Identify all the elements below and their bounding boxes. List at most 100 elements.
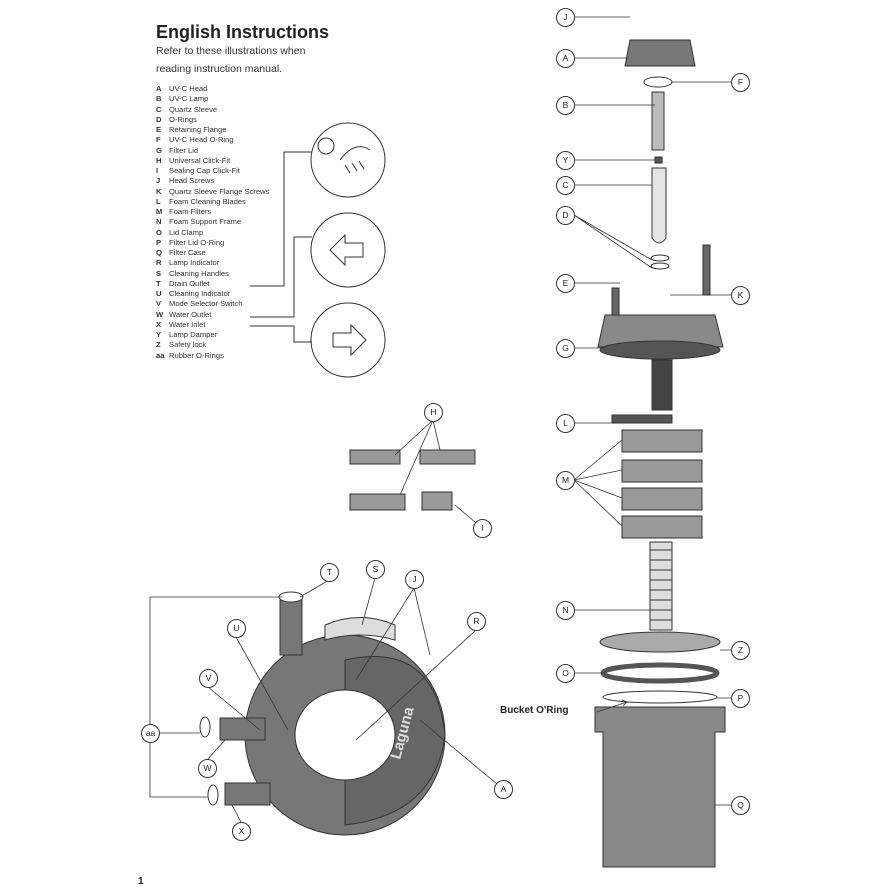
legend-item: K Quartz Sleeve Flange Screws — [156, 187, 269, 197]
subtitle-line-1: Refer to these illustrations when — [156, 45, 306, 57]
legend-item: T Drain Outlet — [156, 279, 269, 289]
callout-a: A — [556, 49, 575, 68]
legend-key: V — [156, 299, 162, 309]
legend-key: I — [156, 166, 159, 175]
legend-key: C — [156, 104, 162, 114]
legend-key: G — [156, 145, 162, 155]
callout-h: H — [424, 403, 443, 422]
legend-item: S Cleaning Handles — [156, 269, 269, 279]
legend-key: H — [156, 155, 162, 165]
legend-key: T — [156, 278, 161, 288]
filter-lid-top — [219, 591, 446, 836]
callout-u: U — [227, 619, 246, 638]
legend-key: aa — [156, 350, 165, 360]
legend-item: F UV-C Head O-Ring — [156, 135, 269, 145]
legend-key: Z — [156, 340, 161, 350]
legend-label: Filter Lid — [169, 145, 199, 155]
legend-key: Q — [156, 248, 162, 257]
callout-j-bottom: J — [405, 570, 424, 589]
legend-key: F — [156, 135, 161, 145]
callout-w: W — [198, 759, 217, 778]
legend-label: Foam Cleaning Blades — [169, 196, 246, 206]
legend-label: O-Rings — [169, 114, 197, 124]
callout-n: N — [556, 601, 575, 620]
legend-key: E — [156, 125, 162, 134]
legend-item: N Foam Support Frame — [156, 217, 269, 227]
legend-key: D — [156, 114, 162, 124]
uvc-head — [624, 39, 696, 67]
legend-item: C Quartz Sleeve — [156, 105, 269, 115]
legend-item: V Mode Selector Switch — [156, 299, 269, 309]
callout-o: O — [556, 664, 575, 683]
legend-label: UV-C Head — [169, 84, 208, 93]
page-title: English Instructions — [156, 22, 330, 42]
subtitle-line-2: reading instruction manual. — [156, 63, 283, 75]
callout-t: T — [320, 563, 339, 582]
legend-key: X — [156, 319, 162, 329]
callout-aa: aa — [141, 724, 160, 743]
page-number: 1 — [138, 876, 144, 887]
legend-label: Drain Outlet — [169, 278, 210, 288]
legend-label: Cleaning Handles — [169, 268, 229, 278]
callout-a-bottom: A — [494, 780, 513, 799]
legend-label: UV-C Head O-Ring — [169, 135, 234, 145]
legend-label: Filter Lid O-Ring — [169, 237, 225, 247]
callout-c: C — [556, 176, 575, 195]
legend-label: UV-C Lamp — [169, 94, 209, 104]
legend-item: O Lid Clamp — [156, 228, 269, 238]
legend-label: Filter Case — [169, 248, 206, 257]
callout-k: K — [731, 286, 750, 305]
callout-l: L — [556, 414, 575, 433]
legend-item: E Retaining Flange — [156, 125, 269, 135]
legend-label: Lamp Damper — [169, 330, 218, 339]
legend-label: Universal Click-Fit — [169, 155, 231, 165]
legend-key: N — [156, 217, 162, 227]
callout-b: B — [556, 96, 575, 115]
bucket-oring-annotation: Bucket O'Ring — [500, 705, 569, 716]
legend-key: K — [156, 186, 162, 196]
legend-label: Sealing Cap Click-Fit — [169, 166, 240, 175]
legend-key: L — [156, 196, 161, 206]
callout-s: S — [366, 560, 385, 579]
legend-key: Y — [156, 330, 162, 339]
legend-key: O — [156, 227, 162, 237]
legend-item: Y Lamp Damper — [156, 330, 269, 340]
callout-v: V — [199, 669, 218, 688]
callout-x: X — [232, 822, 251, 841]
legend-label: Retaining Flange — [169, 125, 227, 134]
legend-key: R — [156, 258, 162, 268]
legend-key: S — [156, 268, 162, 278]
callout-i: I — [473, 519, 492, 538]
legend-label: Lamp Indicator — [169, 258, 220, 268]
legend-item: B UV-C Lamp — [156, 94, 269, 104]
callout-r: R — [467, 612, 486, 631]
callout-z: Z — [731, 641, 750, 660]
legend-key: P — [156, 237, 162, 247]
callout-p: P — [731, 689, 750, 708]
callout-y: Y — [556, 151, 575, 170]
legend-item: D O-Rings — [156, 115, 269, 125]
legend-label: Quartz Sleeve — [169, 104, 218, 114]
legend-label: Foam Filters — [169, 207, 212, 216]
legend-label: Foam Support Frame — [169, 217, 242, 227]
legend-label: Cleaning Indicator — [169, 289, 231, 298]
legend-item: L Foam Cleaning Blades — [156, 197, 269, 207]
legend-label: Quartz Sleeve Flange Screws — [169, 186, 270, 196]
legend-label: Mode Selector Switch — [169, 299, 243, 309]
foam-filters — [621, 429, 703, 539]
legend-key: B — [156, 94, 162, 104]
legend-item: Q Filter Case — [156, 248, 269, 258]
legend-label: Lid Clamp — [169, 227, 204, 237]
callout-m: M — [556, 471, 575, 490]
legend-item: I Sealing Cap Click-Fit — [156, 166, 269, 176]
